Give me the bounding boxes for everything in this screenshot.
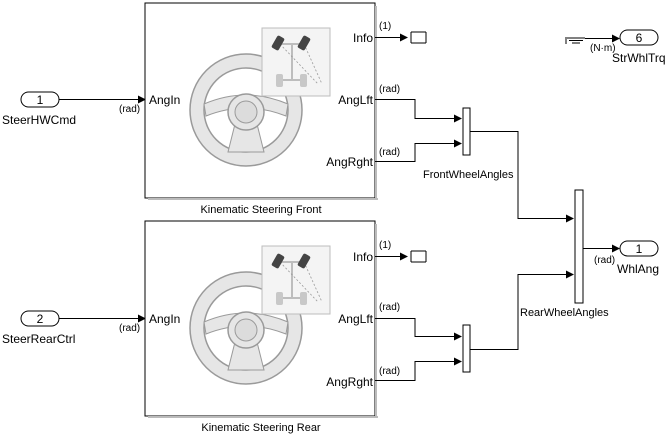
outport-number: 6: [636, 31, 643, 45]
wire-rear-bus[interactable]: [470, 270, 574, 350]
terminator-front[interactable]: [410, 31, 427, 44]
outport-str-whl-trq[interactable]: 6 StrWhlTrq: [612, 29, 666, 65]
axle-icon: [261, 27, 331, 97]
wire-unit-steer-hw-cmd: (rad): [119, 104, 140, 115]
port-anglft: AngLft: [338, 93, 373, 107]
wire-unit-rear-info: (1): [379, 240, 391, 251]
block-title-front: Kinematic Steering Front: [200, 204, 321, 216]
block-kinematic-steering-front[interactable]: AngIn Info AngLft AngRght: [144, 2, 378, 200]
ground-icon[interactable]: [565, 37, 585, 44]
signal-front-wheel-angles: FrontWheelAngles: [423, 169, 514, 181]
inport-name: SteerRearCtrl: [2, 332, 75, 346]
port-anglft: AngLft: [338, 312, 373, 326]
outport-name: StrWhlTrq: [612, 51, 666, 65]
mux-wheel-angles[interactable]: [574, 189, 584, 304]
port-info: Info: [353, 250, 373, 264]
block-title-rear: Kinematic Steering Rear: [201, 422, 321, 434]
wire-unit-front-rght: (rad): [379, 147, 400, 158]
port-angin: AngIn: [149, 93, 180, 107]
outport-whl-ang[interactable]: 1 WhlAng: [617, 240, 659, 276]
wire-unit-str-whl-trq: (N·m): [590, 43, 616, 54]
block-kinematic-steering-rear[interactable]: AngIn Info AngLft AngRght: [144, 220, 378, 418]
wire-rear-anglft[interactable]: [375, 318, 462, 341]
inport-steer-hw-cmd[interactable]: 1 SteerHWCmd: [2, 91, 76, 127]
wire-front-bus[interactable]: [470, 131, 574, 223]
inport-steer-rear-ctrl[interactable]: 2 SteerRearCtrl: [2, 310, 75, 346]
port-info: Info: [353, 31, 373, 45]
inport-name: SteerHWCmd: [2, 113, 76, 127]
inport-number: 1: [37, 93, 44, 107]
wire-unit-front-lft: (rad): [379, 84, 400, 95]
port-angin: AngIn: [149, 312, 180, 326]
signal-rear-wheel-angles: RearWheelAngles: [520, 307, 609, 319]
mux-front-wheel-angles[interactable]: [462, 107, 471, 156]
axle-icon: [261, 245, 331, 315]
terminator-rear[interactable]: [410, 250, 427, 263]
wire-front-angrght[interactable]: [375, 139, 462, 162]
wire-rear-angrght[interactable]: [375, 357, 462, 381]
wire-unit-whl-ang: (rad): [594, 255, 615, 266]
port-angrght: AngRght: [326, 155, 373, 169]
wire-unit-rear-rght: (rad): [379, 366, 400, 377]
outport-number: 1: [636, 242, 643, 256]
port-angrght: AngRght: [326, 375, 373, 389]
wire-unit-steer-rear-ctrl: (rad): [119, 323, 140, 334]
wire-front-anglft[interactable]: [375, 99, 462, 123]
outport-name: WhlAng: [617, 262, 659, 276]
mux-rear-wheel-angles[interactable]: [462, 324, 471, 373]
wire-unit-front-info: (1): [379, 21, 391, 32]
inport-number: 2: [37, 312, 44, 326]
wire-unit-rear-lft: (rad): [379, 302, 400, 313]
